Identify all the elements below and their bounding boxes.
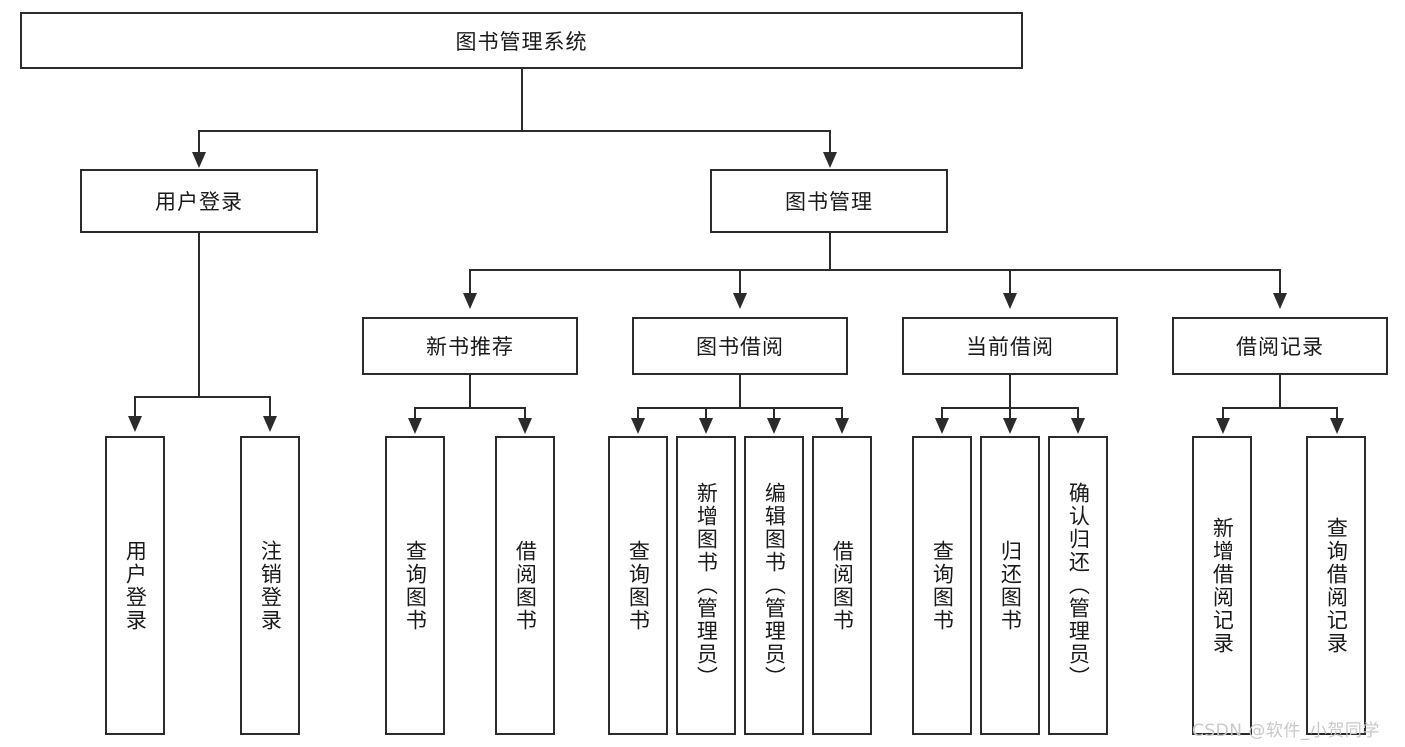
edge-new-book-rec-stem — [469, 375, 471, 408]
node-leaf-edit-book-label: 编辑图书（管理员） — [762, 482, 787, 689]
node-leaf-query-book-2-label: 查询图书 — [626, 539, 651, 632]
edge-root-drop-user — [198, 130, 200, 154]
edge-book-manage-stem — [829, 233, 831, 270]
node-leaf-borrow-book-1[interactable]: 借阅图书 — [495, 436, 555, 735]
edge-root-stem — [521, 69, 523, 131]
arrow-to-leaf-return-book — [1003, 418, 1017, 434]
edge-drop-new-book-rec — [469, 269, 471, 295]
edge-root-drop-book — [829, 130, 831, 154]
edge-current-borrow-drop-2 — [1009, 407, 1011, 420]
edge-borrow-record-drop-2 — [1336, 407, 1338, 420]
arrow-to-book-borrow — [733, 293, 747, 309]
node-leaf-query-book-1[interactable]: 查询图书 — [385, 436, 445, 735]
node-leaf-logout-label: 注销登录 — [258, 539, 283, 632]
node-borrow-record[interactable]: 借阅记录 — [1172, 317, 1388, 375]
edge-user-login-bus — [134, 396, 270, 398]
node-root-label: 图书管理系统 — [455, 29, 588, 54]
node-root[interactable]: 图书管理系统 — [20, 12, 1023, 69]
edge-borrow-record-stem — [1279, 375, 1281, 408]
edge-borrow-record-drop-1 — [1222, 407, 1224, 420]
node-leaf-query-book-1-label: 查询图书 — [403, 539, 428, 632]
node-book-manage[interactable]: 图书管理 — [710, 169, 948, 233]
arrow-to-borrow-record — [1273, 293, 1287, 309]
node-leaf-add-book[interactable]: 新增图书（管理员） — [676, 436, 736, 735]
arrow-to-new-book-rec — [463, 293, 477, 309]
node-leaf-edit-book[interactable]: 编辑图书（管理员） — [744, 436, 804, 735]
node-borrow-record-label: 借阅记录 — [1236, 335, 1324, 359]
edge-user-login-drop-1 — [134, 396, 136, 418]
arrow-to-leaf-query-book-2 — [631, 418, 645, 434]
edge-book-borrow-drop-3 — [773, 407, 775, 420]
node-leaf-add-record-label: 新增借阅记录 — [1210, 516, 1235, 655]
node-book-borrow[interactable]: 图书借阅 — [632, 317, 848, 375]
edge-book-borrow-drop-4 — [841, 407, 843, 420]
arrow-to-leaf-add-book — [699, 418, 713, 434]
node-current-borrow[interactable]: 当前借阅 — [902, 317, 1118, 375]
node-leaf-add-record[interactable]: 新增借阅记录 — [1192, 436, 1252, 735]
edge-level3-bus — [469, 269, 1281, 271]
node-leaf-borrow-book-2[interactable]: 借阅图书 — [812, 436, 872, 735]
arrow-to-leaf-logout — [263, 416, 277, 432]
node-new-book-rec-label: 新书推荐 — [426, 335, 514, 359]
edge-book-borrow-drop-2 — [705, 407, 707, 420]
arrow-to-user-login — [192, 152, 206, 168]
edge-new-book-rec-drop-1 — [414, 407, 416, 420]
node-leaf-user-login-label: 用户登录 — [123, 539, 148, 632]
edge-book-borrow-drop-1 — [637, 407, 639, 420]
node-leaf-query-book-2[interactable]: 查询图书 — [608, 436, 668, 735]
arrow-to-leaf-user-login — [128, 416, 142, 432]
node-user-login[interactable]: 用户登录 — [80, 169, 318, 233]
node-leaf-query-record[interactable]: 查询借阅记录 — [1306, 436, 1366, 735]
node-leaf-borrow-book-2-label: 借阅图书 — [830, 539, 855, 632]
edge-current-borrow-stem — [1009, 375, 1011, 408]
arrow-to-leaf-query-record — [1330, 418, 1344, 434]
arrow-to-leaf-add-record — [1216, 418, 1230, 434]
arrow-to-leaf-query-book-3 — [935, 418, 949, 434]
arrow-to-book-manage — [823, 152, 837, 168]
node-leaf-query-book-3[interactable]: 查询图书 — [912, 436, 972, 735]
node-leaf-confirm-return-label: 确认归还（管理员） — [1066, 482, 1091, 689]
node-user-login-label: 用户登录 — [155, 190, 243, 214]
arrow-to-leaf-query-book-1 — [408, 418, 422, 434]
arrow-to-current-borrow — [1003, 293, 1017, 309]
node-current-borrow-label: 当前借阅 — [966, 335, 1054, 359]
node-book-manage-label: 图书管理 — [785, 190, 873, 214]
node-new-book-rec[interactable]: 新书推荐 — [362, 317, 578, 375]
arrow-to-leaf-confirm-return — [1071, 418, 1085, 434]
edge-drop-current-borrow — [1009, 269, 1011, 295]
edge-drop-borrow-record — [1279, 269, 1281, 295]
edge-user-login-drop-2 — [269, 396, 271, 418]
edge-current-borrow-drop-1 — [941, 407, 943, 420]
edge-current-borrow-drop-3 — [1077, 407, 1079, 420]
node-book-borrow-label: 图书借阅 — [696, 335, 784, 359]
edge-book-borrow-stem — [739, 375, 741, 408]
arrow-to-leaf-borrow-book-1 — [518, 418, 532, 434]
edge-new-book-rec-drop-2 — [524, 407, 526, 420]
node-leaf-return-book-label: 归还图书 — [998, 539, 1023, 632]
csdn-watermark: CSDN @软件_小贺同学 — [1192, 721, 1380, 741]
edge-root-bus — [198, 130, 831, 132]
node-leaf-confirm-return[interactable]: 确认归还（管理员） — [1048, 436, 1108, 735]
node-leaf-add-book-label: 新增图书（管理员） — [694, 482, 719, 689]
node-leaf-query-record-label: 查询借阅记录 — [1324, 516, 1349, 655]
edge-new-book-rec-bus — [414, 407, 526, 409]
node-leaf-logout[interactable]: 注销登录 — [240, 436, 300, 735]
edge-borrow-record-bus — [1222, 407, 1338, 409]
edge-user-login-stem — [198, 233, 200, 397]
arrow-to-leaf-edit-book — [767, 418, 781, 434]
node-leaf-user-login[interactable]: 用户登录 — [105, 436, 165, 735]
node-leaf-query-book-3-label: 查询图书 — [930, 539, 955, 632]
node-leaf-borrow-book-1-label: 借阅图书 — [513, 539, 538, 632]
node-leaf-return-book[interactable]: 归还图书 — [980, 436, 1040, 735]
arrow-to-leaf-borrow-book-2 — [835, 418, 849, 434]
edge-book-borrow-bus — [637, 407, 841, 409]
edge-drop-book-borrow — [739, 269, 741, 295]
